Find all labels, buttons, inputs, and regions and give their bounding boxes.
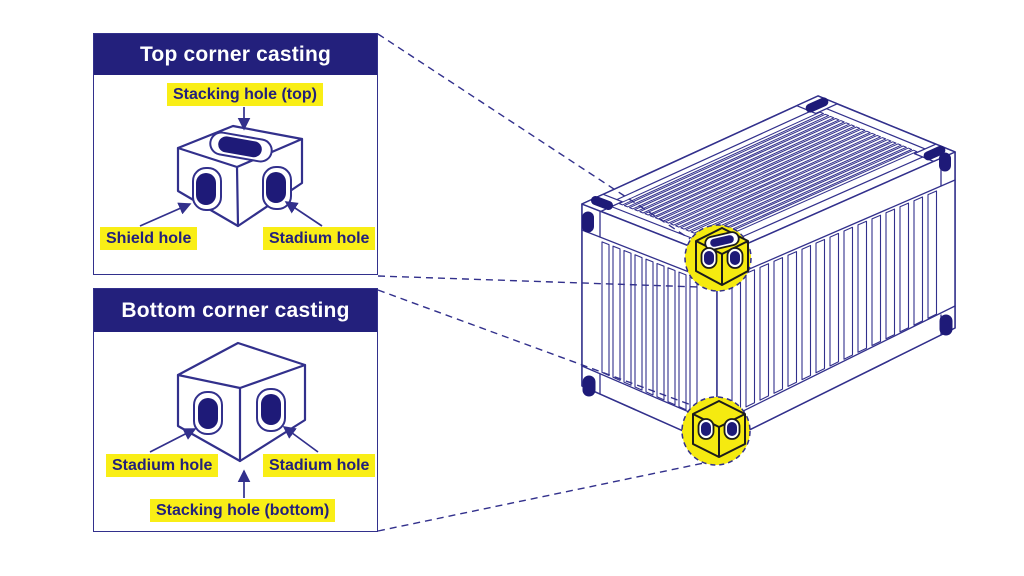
top-corner-casting-panel: Top corner casting <box>93 33 378 275</box>
label-stacking-hole-top: Stacking hole (top) <box>167 83 323 106</box>
callout-dashed-lines <box>377 33 705 532</box>
connector-top-a <box>377 33 691 240</box>
shipping-container-drawing <box>581 95 956 447</box>
connector-bottom-b <box>377 462 705 532</box>
bottom-corner-highlight <box>681 396 751 466</box>
top-casting-cube-drawing <box>176 124 304 228</box>
label-stadium-hole-right: Stadium hole <box>263 454 376 477</box>
bottom-panel-arrows <box>149 426 319 498</box>
label-shield-hole: Shield hole <box>100 227 198 250</box>
label-stadium-hole-left: Stadium hole <box>106 454 219 477</box>
panel-title-top: Top corner casting <box>94 34 377 75</box>
bottom-mini-casting-holes <box>697 418 741 440</box>
corner-casting-holes <box>582 97 953 397</box>
top-panel-arrows <box>139 107 323 227</box>
connector-top-b <box>377 275 700 288</box>
side-face-corrugation <box>731 190 938 415</box>
roof-corrugation-slats <box>618 111 918 242</box>
top-mini-casting-holes <box>700 231 744 269</box>
connector-bottom-a <box>377 289 695 407</box>
bottom-corner-casting-panel: Bottom corner casting <box>93 288 378 532</box>
container-side-face <box>716 151 956 447</box>
label-stacking-hole-bottom: Stacking hole (bottom) <box>150 499 336 522</box>
top-corner-highlight <box>684 224 752 292</box>
bottom-casting-cube-drawing <box>176 341 307 463</box>
panel-title-bottom: Bottom corner casting <box>94 289 377 332</box>
label-stadium-hole-top: Stadium hole <box>263 227 376 250</box>
